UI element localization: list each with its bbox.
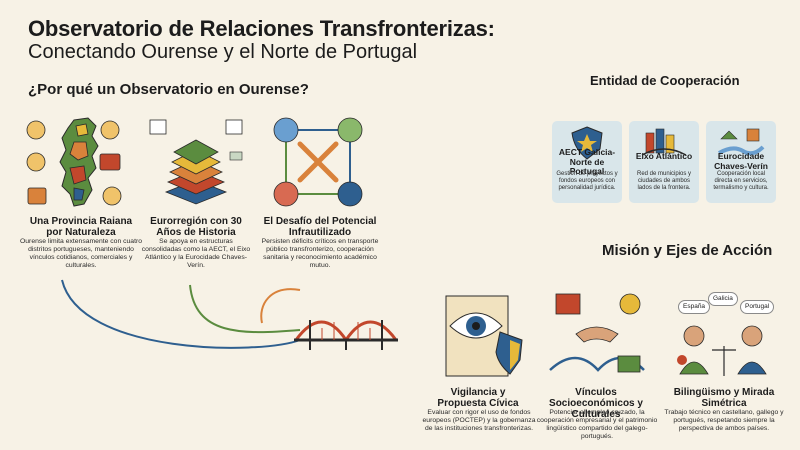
why-item-3-desc: Persisten déficits críticos en transport… bbox=[261, 238, 379, 269]
why-item-2-title: Eurorregión con 30 Años de Historia bbox=[150, 216, 242, 238]
why-item-3-title: El Desafío del Potencial Infrautilizado bbox=[263, 216, 377, 238]
shield-star-icon bbox=[571, 126, 603, 160]
mission-item-1-desc: Evaluar con rigor el uso de fondos europ… bbox=[422, 409, 536, 432]
network-cross-illustration bbox=[273, 117, 363, 207]
entity-card-eurocidade bbox=[706, 121, 776, 203]
connector-lines bbox=[61, 279, 301, 349]
page-title: Observatorio de Relaciones Transfronteri… bbox=[28, 16, 495, 41]
bubble-galicia: Galicia bbox=[708, 292, 738, 306]
bilingual-people-illustration bbox=[677, 325, 767, 376]
bubble-espana: España bbox=[678, 300, 711, 314]
entity-card-aect bbox=[552, 121, 622, 203]
why-item-2-desc: Se apoya en estructuras consolidadas com… bbox=[141, 238, 251, 269]
bridge-icon bbox=[294, 320, 398, 350]
page-subtitle: Conectando Ourense y el Norte de Portuga… bbox=[28, 41, 418, 63]
handshake-market-illustration bbox=[549, 293, 645, 373]
entity-card-eixo-desc: Red de municipios y ciudades de ambos la… bbox=[636, 171, 692, 191]
mission-item-3-title: Bilingüismo y Mirada Simétrica bbox=[673, 387, 775, 409]
entity-card-eurocidade-desc: Cooperación local directa en servicios, … bbox=[713, 171, 769, 191]
map-provinces-illustration bbox=[26, 117, 122, 207]
why-heading: ¿Por qué un Observatorio en Ourense? bbox=[28, 81, 309, 98]
bubble-portugal: Portugal bbox=[740, 300, 775, 314]
mission-item-3-desc: Trabajo técnico en castellano, gallego y… bbox=[664, 409, 784, 432]
why-item-1-desc: Ourense limita extensamente con cuatro d… bbox=[19, 238, 143, 269]
eye-shield-illustration bbox=[445, 295, 523, 377]
mission-item-2-desc: Potenciar el empleo cruzado, la cooperac… bbox=[536, 409, 658, 440]
city-bridge-icon bbox=[641, 128, 687, 156]
mission-heading: Misión y Ejes de Acción bbox=[602, 242, 773, 259]
entity-card-eixo-title: Eixo Atlántico bbox=[635, 151, 693, 161]
entity-card-eurocidade-title: Eurocidade Chaves-Verín bbox=[714, 151, 768, 171]
entities-heading: Entidad de Cooperación bbox=[590, 73, 740, 88]
stacked-layers-illustration bbox=[149, 119, 243, 205]
entity-card-aect-title: AECT Galicia-Norte de Portugal bbox=[558, 147, 616, 176]
why-item-1-title: Una Provincia Raiana por Naturaleza bbox=[29, 216, 133, 238]
mission-item-1-title: Vigilancia y Propuesta Cívica bbox=[437, 387, 519, 409]
entity-card-eixo bbox=[629, 121, 699, 203]
entity-card-aect-desc: Gestión de proyectos y fondos europeos c… bbox=[556, 171, 618, 191]
river-town-icon bbox=[718, 128, 765, 156]
mission-item-2-title: Vínculos Socioeconómicos y Culturales bbox=[549, 387, 643, 420]
